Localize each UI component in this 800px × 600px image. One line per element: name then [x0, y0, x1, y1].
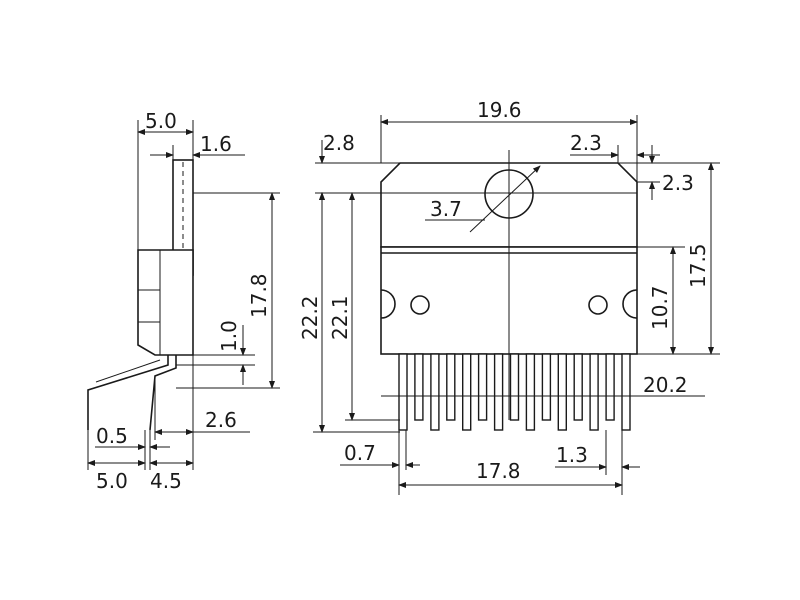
lead-pin — [493, 353, 504, 431]
dim-lead-width: 0.7 — [344, 441, 376, 465]
lead-pin — [462, 353, 472, 431]
dim-side-lead-length: 2.6 — [205, 408, 237, 432]
dim-front-width: 19.6 — [477, 98, 522, 122]
lead-pin — [573, 353, 583, 421]
side-lead-front — [87, 355, 169, 430]
dim-lead-span: 20.2 — [643, 373, 688, 397]
dim-pin-span: 17.8 — [476, 459, 521, 483]
dim-side-bottom-right: 4.5 — [150, 469, 182, 493]
lead-pin — [414, 353, 424, 421]
dim-front-tab-top: 2.8 — [323, 131, 355, 155]
dim-front-corner-y: 2.3 — [662, 171, 694, 195]
lead-pin — [430, 353, 440, 431]
dim-side-lead-thickness: 0.5 — [96, 424, 128, 448]
body-dimple-left — [410, 295, 430, 315]
lead-pin — [446, 353, 456, 421]
side-body — [137, 249, 194, 356]
lead-pin — [525, 353, 536, 431]
front-view: 19.6 2.8 2.3 2.3 3.7 22.2 22.1 — [298, 98, 720, 495]
side-lead-back — [149, 355, 177, 431]
lead-pin — [589, 353, 599, 431]
lead-pin — [605, 353, 615, 421]
dim-front-height-total: 22.2 — [298, 295, 322, 340]
lead-pin — [509, 353, 520, 421]
lead-pin — [398, 353, 408, 431]
lead-pin — [621, 353, 631, 431]
dim-front-body-height: 17.5 — [686, 243, 710, 288]
dim-side-bottom-left: 5.0 — [96, 469, 128, 493]
lead-row — [398, 353, 631, 431]
dim-pin-pitch: 1.3 — [556, 443, 588, 467]
dim-side-lead-offset: 1.0 — [217, 320, 241, 352]
lead-pin — [477, 353, 488, 421]
lead-pin — [557, 353, 567, 431]
dim-front-height-inner: 22.1 — [328, 295, 352, 340]
lead-pin — [541, 353, 552, 421]
dim-side-height: 17.8 — [247, 273, 271, 318]
side-view: 5.0 1.6 17.8 1.0 2.6 0.5 5.0 — [87, 109, 280, 493]
dim-side-tab-thickness: 1.6 — [200, 132, 232, 156]
dim-side-width-top: 5.0 — [145, 109, 177, 133]
dim-front-corner-x: 2.3 — [570, 131, 602, 155]
body-dimple-right — [588, 295, 608, 315]
dim-hole-diameter: 3.7 — [430, 197, 462, 221]
dim-front-mold-height: 10.7 — [648, 285, 672, 330]
